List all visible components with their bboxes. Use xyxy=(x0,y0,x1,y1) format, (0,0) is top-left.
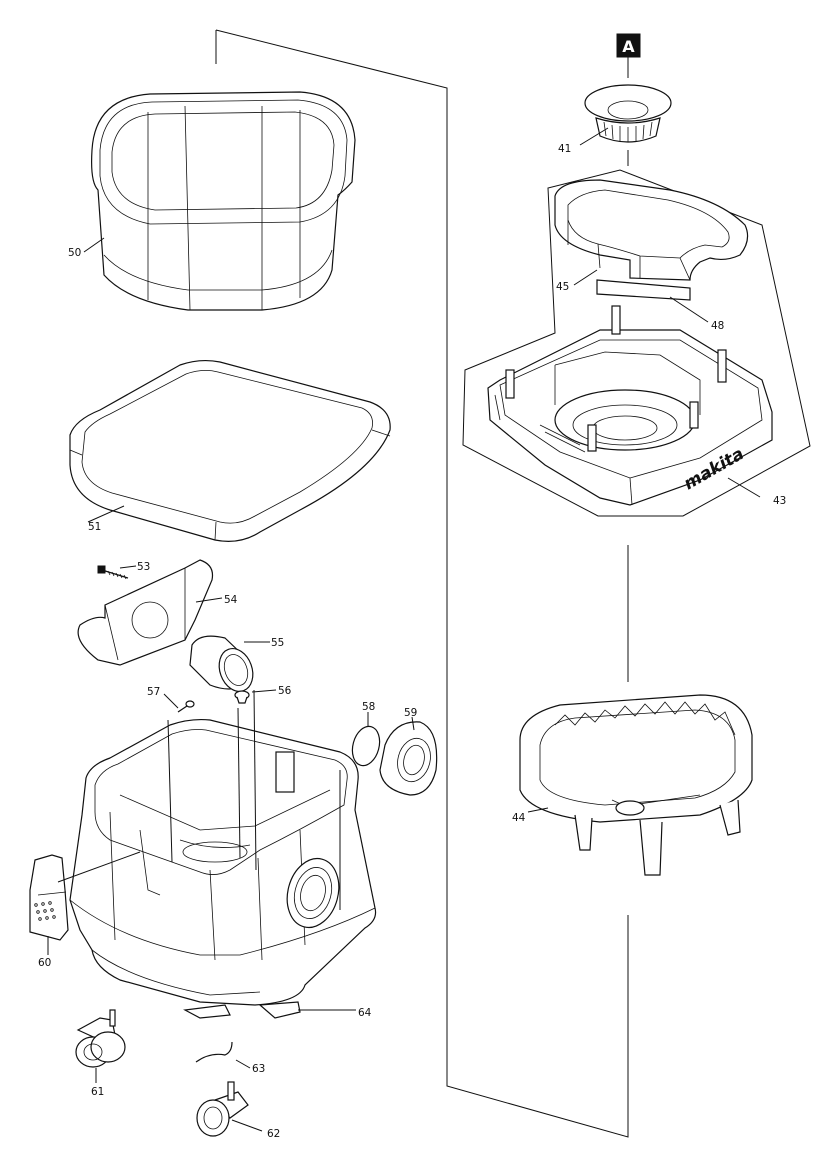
part-label-57: 57 xyxy=(147,686,160,698)
part-label-62: 62 xyxy=(267,1128,280,1140)
part-48-float-cage xyxy=(519,694,753,876)
part-label-64: 64 xyxy=(358,1007,372,1019)
clip-plate-holes xyxy=(34,901,56,921)
part-62-caster xyxy=(196,1081,249,1137)
part-45-strip xyxy=(596,279,691,301)
part-label-44: 45 xyxy=(556,281,569,293)
part-labels: 50 51 53 54 55 56 57 58 59 60 61 62 63 6… xyxy=(38,143,786,1140)
part-51-gasket xyxy=(69,359,391,542)
part-59-port-ring xyxy=(379,721,438,796)
part-41-adapter xyxy=(584,84,672,143)
part-54-bracket xyxy=(77,559,214,666)
part-label-54: 54 xyxy=(224,594,238,606)
part-label-45: 48 xyxy=(711,320,724,332)
part-61-caster xyxy=(75,1009,126,1068)
section-badge: A xyxy=(616,33,641,58)
part-label-48: 44 xyxy=(512,812,526,824)
part-58-oring xyxy=(351,725,381,767)
section-badge-label: A xyxy=(622,37,635,56)
part-label-56: 56 xyxy=(278,685,292,697)
part-label-55: 55 xyxy=(271,637,284,649)
part-label-59: 59 xyxy=(404,707,417,719)
part-label-51: 51 xyxy=(88,521,101,533)
part-55-inlet xyxy=(189,635,254,692)
part-60-clip-plate xyxy=(29,854,69,941)
part-label-58: 58 xyxy=(362,701,375,713)
part-64-tank xyxy=(69,718,377,1019)
leader-lines xyxy=(47,127,761,1132)
part-label-50: 50 xyxy=(68,247,81,259)
part-label-43: 43 xyxy=(773,495,786,507)
part-label-41: 41 xyxy=(558,143,571,155)
part-label-63: 63 xyxy=(252,1063,265,1075)
part-50-container xyxy=(91,91,356,311)
part-label-53: 53 xyxy=(137,561,150,573)
part-53-screw xyxy=(97,565,129,580)
part-57-screw xyxy=(177,700,195,713)
part-56-nut xyxy=(234,690,250,704)
part-label-61: 61 xyxy=(91,1086,104,1098)
part-label-60: 60 xyxy=(38,957,51,969)
part-44-frame xyxy=(554,179,749,281)
part-43-head-housing: makita xyxy=(487,305,773,506)
part-63-wire xyxy=(195,1041,233,1063)
